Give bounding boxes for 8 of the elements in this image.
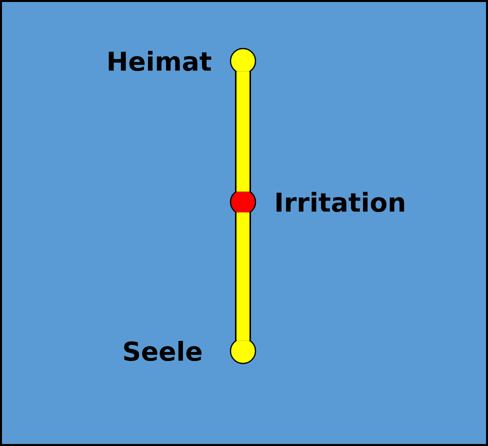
point-label: Heimat: [108, 50, 212, 72]
connecting-bar: [235, 212, 251, 341]
marker-dot: [230, 48, 256, 74]
marker-dot: [230, 188, 256, 216]
point-label: Irritation: [276, 192, 404, 212]
connecting-bar: [235, 71, 251, 192]
point-label: Seele: [124, 340, 202, 362]
marker-dot: [230, 338, 256, 364]
